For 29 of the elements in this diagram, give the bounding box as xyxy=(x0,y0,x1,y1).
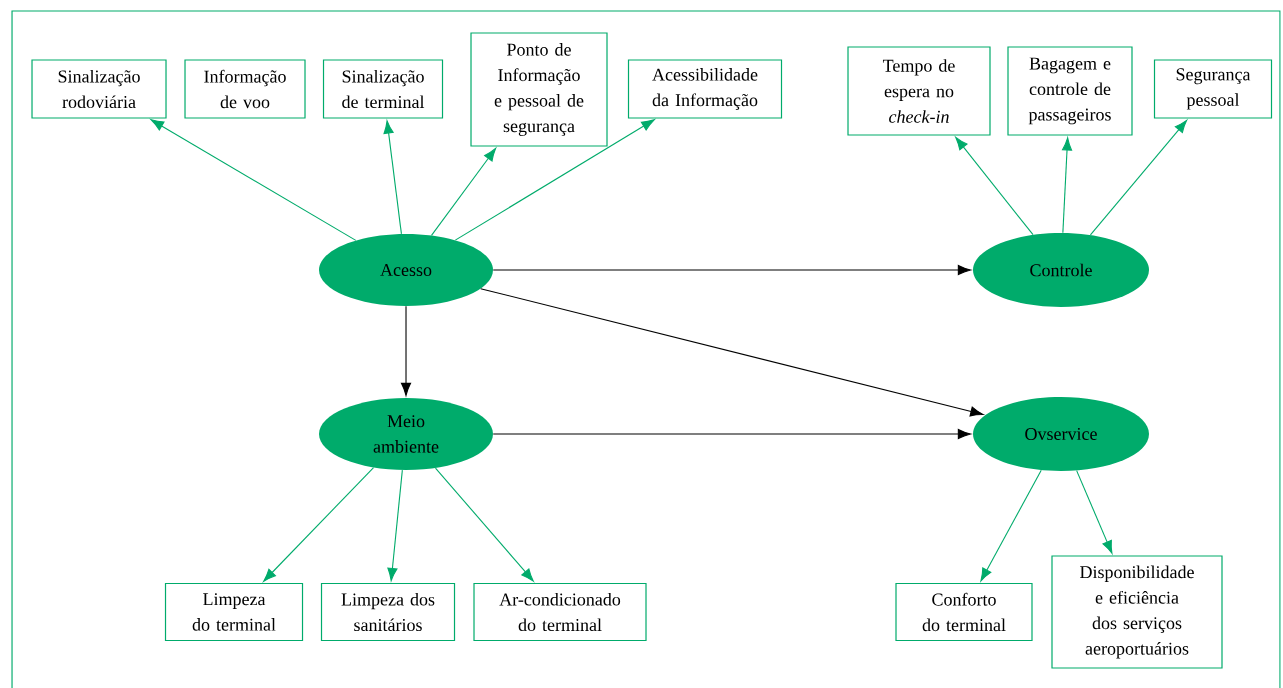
arrow xyxy=(1076,470,1113,554)
arrow xyxy=(980,469,1042,582)
category-box: Disponibilidade e eficiência dos serviços aeroportuários xyxy=(1051,555,1223,669)
category-box: Sinalização rodoviária xyxy=(31,59,167,119)
arrow xyxy=(492,428,972,440)
arrow xyxy=(383,120,402,235)
category-box: Conforto do terminal xyxy=(895,582,1033,642)
arrow xyxy=(434,467,534,582)
arrow xyxy=(492,264,972,276)
category-box: Limpeza do terminal xyxy=(164,582,304,642)
arrow xyxy=(1061,137,1073,234)
category-box: Ar-condicionado do terminal xyxy=(473,582,647,642)
category-box: Acessibilidade da Informação xyxy=(627,59,783,119)
category-box: Limpeza dos sanitários xyxy=(320,582,456,642)
category-box: Informação de voo xyxy=(184,59,306,119)
arrow xyxy=(955,136,1034,236)
arrow xyxy=(1089,119,1188,236)
category-box: Bagagem e controle de passageiros xyxy=(1007,46,1133,136)
arrow xyxy=(263,467,375,582)
category-box: Sinalização de terminal xyxy=(322,59,444,119)
arrow xyxy=(430,147,497,236)
category-box: Ponto de Informação e pessoal de segurança xyxy=(470,32,608,147)
arrow xyxy=(400,305,412,397)
arrow xyxy=(454,119,655,241)
arrow xyxy=(387,469,403,582)
arrow xyxy=(480,288,984,417)
arrow xyxy=(150,119,357,241)
category-box: Segurança pessoal xyxy=(1153,59,1273,119)
category-box: Tempo de espera no check-in xyxy=(847,46,991,136)
